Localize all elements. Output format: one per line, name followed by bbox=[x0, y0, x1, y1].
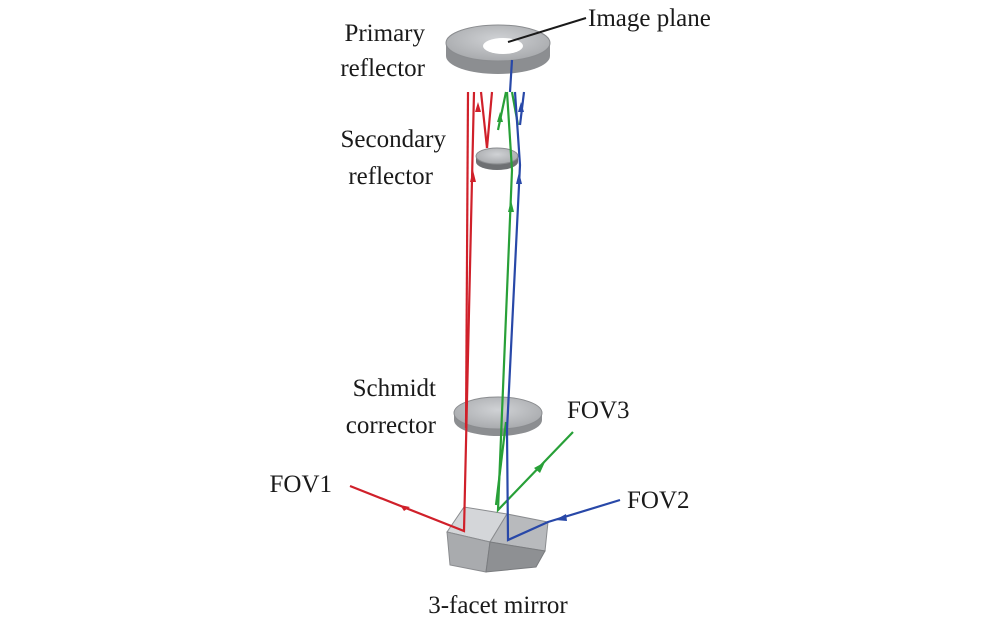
schmidt-corrector-label-line1: Schmidt bbox=[353, 375, 436, 402]
fov2-label: FOV2 bbox=[627, 487, 690, 514]
image-plane-label: Image plane bbox=[588, 5, 711, 32]
fov1-label: FOV1 bbox=[269, 471, 332, 498]
schmidt-corrector-label-line2: corrector bbox=[346, 412, 437, 439]
fov3-label: FOV3 bbox=[567, 397, 630, 424]
fov2-rays bbox=[505, 59, 621, 542]
image-plane-leader-line bbox=[507, 17, 587, 43]
fov1-rays bbox=[349, 91, 494, 533]
three-facet-mirror bbox=[446, 506, 549, 573]
image-plane-aperture bbox=[483, 38, 523, 54]
three-facet-mirror-label: 3-facet mirror bbox=[428, 592, 568, 619]
fov3-rays bbox=[494, 91, 574, 513]
primary-reflector-label-line1: Primary bbox=[344, 20, 425, 47]
primary-reflector-label-line2: reflector bbox=[340, 55, 425, 82]
secondary-reflector bbox=[475, 147, 519, 170]
secondary-reflector-label-line2: reflector bbox=[348, 163, 433, 190]
primary-reflector bbox=[445, 24, 551, 74]
secondary-reflector-label-line1: Secondary bbox=[340, 126, 446, 153]
schmidt-corrector bbox=[453, 396, 543, 436]
